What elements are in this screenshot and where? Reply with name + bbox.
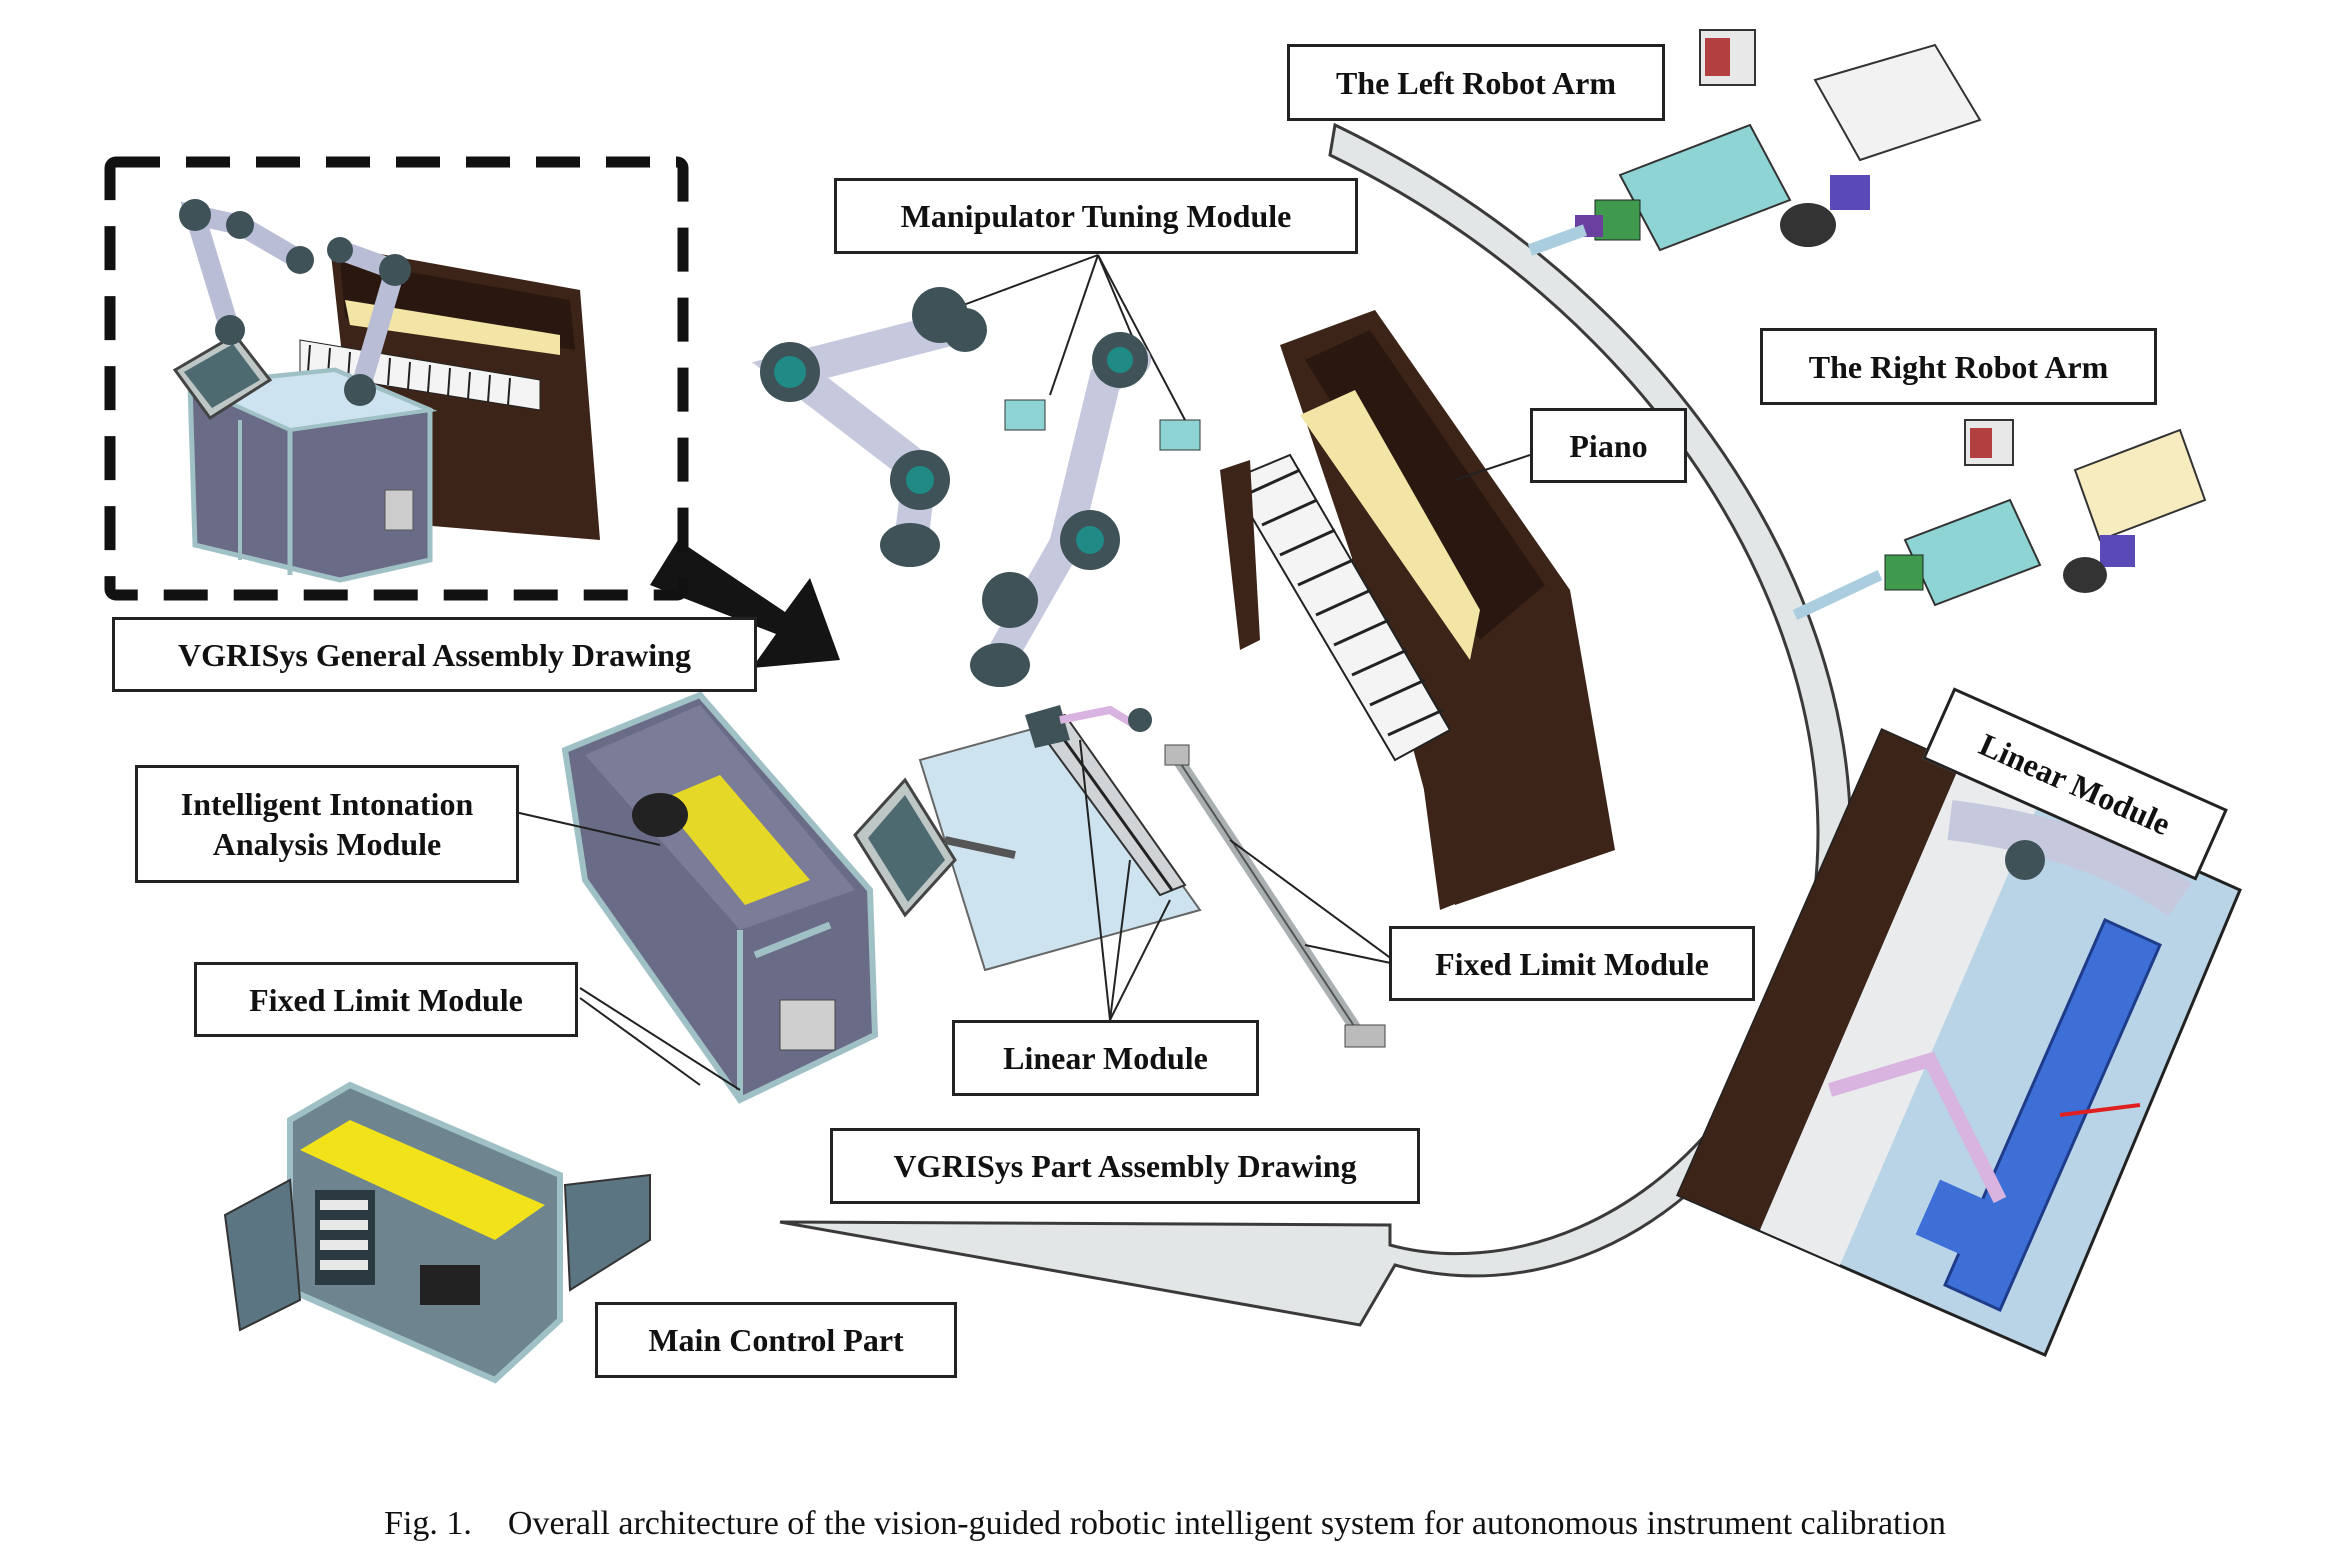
label-intelligent-intonation-analysis-module: Intelligent Intonation Analysis Module [135,765,519,883]
linear-module-plate-illustration [853,705,1202,1021]
label-part-assembly-drawing: VGRISys Part Assembly Drawing [830,1128,1420,1204]
black-flow-arrow [650,540,840,668]
label-fixed-limit-module-right: Fixed Limit Module [1389,926,1755,1001]
left-arm-parts-illustration [1527,29,1982,256]
piano-illustration [1220,310,1615,910]
main-control-illustration [223,1081,651,1384]
label-piano-text: Piano [1569,427,1648,464]
label-fixed-limit-module-left-text: Fixed Limit Module [249,981,523,1018]
figure-number: Fig. 1. [384,1505,472,1542]
label-right-robot-arm: The Right Robot Arm [1760,328,2157,405]
pointer-lines [1454,454,1531,481]
fixed-limit-bar-illustration [1164,744,1401,1048]
label-main-control-part: Main Control Part [595,1302,957,1378]
label-fixed-limit-module-left: Fixed Limit Module [194,962,578,1037]
label-general-assembly-drawing: VGRISys General Assembly Drawing [112,617,757,692]
label-manipulator-tuning-module-text: Manipulator Tuning Module [900,198,1292,234]
label-linear-module-center-text: Linear Module [1003,1040,1208,1076]
label-left-robot-arm-text: The Left Robot Arm [1336,64,1616,101]
label-linear-module-center: Linear Module [952,1020,1259,1096]
linear-module-closeup-illustration [1676,728,2242,1357]
right-arm-parts-illustration [1792,419,2207,620]
label-right-robot-arm-text: The Right Robot Arm [1808,348,2109,385]
manipulator-arms-illustration [752,254,1201,687]
label-main-control-part-text: Main Control Part [648,1322,904,1358]
cabinet-illustration [514,691,879,1104]
general-assembly-dashed-frame [104,156,689,601]
figure-caption: Fig. 1. Overall architecture of the visio… [0,1505,2330,1543]
label-intonation-line1: Intelligent Intonation [180,786,474,822]
label-intonation-line2: Analysis Module [212,826,442,862]
label-piano: Piano [1530,408,1687,483]
figure-caption-text: Overall architecture of the vision-guide… [507,1505,1946,1542]
label-general-assembly-drawing-text: VGRISys General Assembly Drawing [178,636,691,673]
label-left-robot-arm: The Left Robot Arm [1287,44,1665,121]
curved-flow-arrow [779,122,1852,1327]
general-assembly-illustration [172,199,600,583]
label-manipulator-tuning-module: Manipulator Tuning Module [834,178,1358,254]
label-fixed-limit-module-right-text: Fixed Limit Module [1435,945,1709,982]
label-part-assembly-drawing-text: VGRISys Part Assembly Drawing [893,1148,1357,1184]
